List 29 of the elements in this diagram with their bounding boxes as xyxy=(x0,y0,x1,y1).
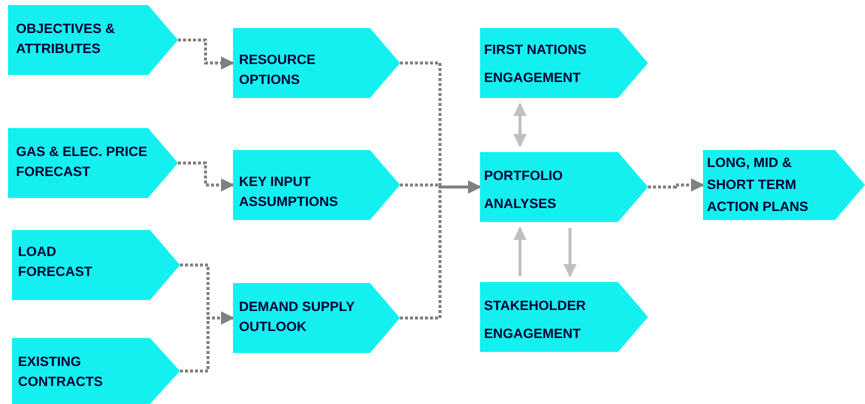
pentagon-arrow-box xyxy=(12,338,180,404)
node-label: EXISTING CONTRACTS xyxy=(18,353,104,391)
node-label: KEY INPUT ASSUMPTIONS xyxy=(239,173,340,211)
node-label: LONG, MID & SHORT TERM ACTION PLANS xyxy=(707,154,810,216)
pentagon-arrow-box xyxy=(480,28,648,98)
pentagon-arrow-box xyxy=(12,230,180,300)
arrow xyxy=(178,162,234,192)
arrow xyxy=(563,228,577,278)
node-label: LOAD FORECAST xyxy=(18,243,94,281)
pentagon-arrow-box xyxy=(480,152,648,222)
pentagon-arrow-box xyxy=(233,150,400,220)
arrow xyxy=(513,226,527,276)
pentagon-arrow-box xyxy=(8,5,178,75)
node-label: OBJECTIVES & ATTRIBUTES xyxy=(16,20,116,58)
pentagon-arrow-box xyxy=(233,283,400,353)
node-label: RESOURCE OPTIONS xyxy=(239,51,317,89)
pentagon-arrow-box xyxy=(480,282,648,352)
node-label: PORTFOLIO ANALYSES xyxy=(484,167,564,213)
node-label: STAKEHOLDER ENGAGEMENT xyxy=(484,297,587,343)
node-label: GAS & ELEC. PRICE FORECAST xyxy=(16,143,148,181)
arrow xyxy=(648,178,704,192)
node-label: DEMAND SUPPLY OUTLOOK xyxy=(239,298,356,336)
pentagon-arrow-box xyxy=(8,128,178,198)
arrow xyxy=(178,38,234,70)
pentagon-arrow-box xyxy=(703,150,865,220)
node-label: FIRST NATIONS ENGAGEMENT xyxy=(484,41,588,87)
arrow xyxy=(400,180,482,320)
arrow xyxy=(180,311,234,372)
pentagon-arrow-box xyxy=(233,28,400,98)
